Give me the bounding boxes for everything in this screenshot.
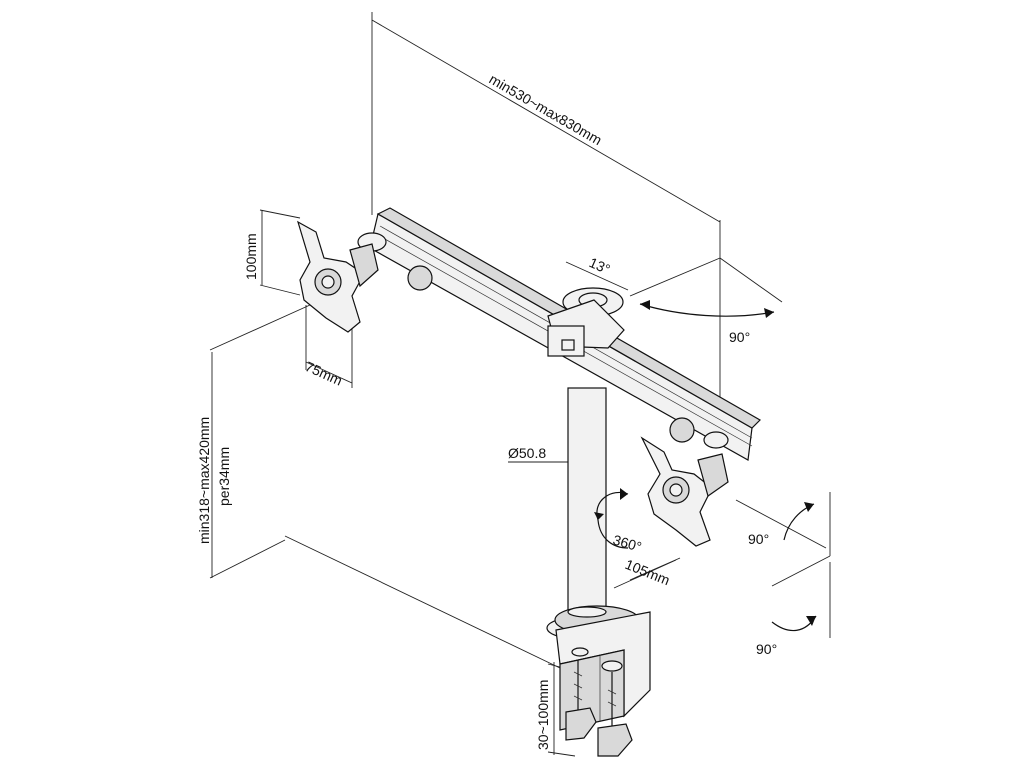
label-pole-rotation: 360° <box>611 532 643 555</box>
label-vesa-width: 75mm <box>303 358 345 388</box>
desk-clamp <box>555 611 651 757</box>
dimension-lines <box>209 12 831 757</box>
label-clamp-range: 30~100mm <box>535 680 551 750</box>
vesa-plate-right <box>640 436 729 547</box>
label-rotate-angle-right: 90° <box>748 531 769 547</box>
label-clamp-depth: 105mm <box>623 556 672 588</box>
label-vesa-height: 100mm <box>243 233 259 280</box>
rotate-arrow-icon <box>594 488 629 549</box>
label-arm-length: min530~max830mm <box>487 71 605 148</box>
label-tilt-angle: 13° <box>587 254 613 277</box>
cross-arm <box>357 207 761 461</box>
swivel-arrow-icon <box>639 300 817 632</box>
label-pole-diameter: Ø50.8 <box>508 445 546 461</box>
tilt-arrow-icon <box>783 502 815 541</box>
label-swivel-angle-top: 90° <box>729 329 750 345</box>
pole <box>546 387 640 641</box>
label-height-range: min318~max420mm <box>196 417 212 544</box>
label-rotate-angle-bottom: 90° <box>756 641 777 657</box>
vesa-plate-left <box>297 220 379 333</box>
label-height-step: per34mm <box>216 447 232 506</box>
